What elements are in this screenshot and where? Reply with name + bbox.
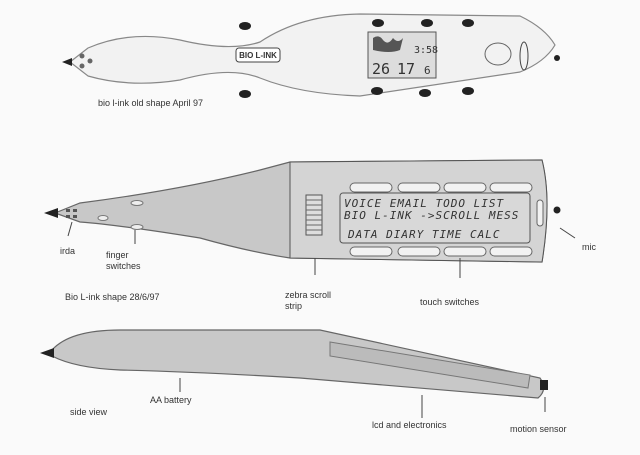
side-view-caption: side view [70,407,108,417]
lcd-line-1: VOICE EMAIL TODO LIST [344,197,504,210]
battery-label: AA battery [150,395,192,405]
touch-switches-label: touch switches [420,297,480,307]
new-shape-caption: Bio L-ink shape 28/6/97 [65,292,160,302]
old-lcd-num-1: 26 [372,60,390,78]
zebra-label-2: strip [285,301,302,311]
finger-label-1: finger [106,250,129,260]
lcd-line-3: DATA DIARY TIME CALC [347,228,500,241]
finger-label-2: switches [106,261,141,271]
pointer-lines [67,221,576,278]
old-brand-label: BIO L-INK [239,51,277,60]
mic-label: mic [582,242,596,252]
old-lcd-time: 3:58 [414,45,438,56]
motion-sensor-label: motion sensor [510,424,567,434]
side-view-pen [40,329,548,399]
old-shape-pen: BIO L-INK 3:58 26 17 6 [62,13,560,98]
irda-label: irda [60,246,75,256]
old-shape-caption: bio l-ink old shape April 97 [98,98,203,108]
old-lcd-num-2: 17 [397,60,415,78]
new-shape-pen: VOICE EMAIL TODO LIST BIO L-INK ->SCROLL… [44,159,561,263]
lcd-line-2: BIO L-INK ->SCROLL MESS [344,209,519,222]
zebra-label-1: zebra scroll [285,290,331,300]
lcd-electronics-label: lcd and electronics [372,420,447,430]
old-lcd-num-3: 6 [424,64,431,77]
